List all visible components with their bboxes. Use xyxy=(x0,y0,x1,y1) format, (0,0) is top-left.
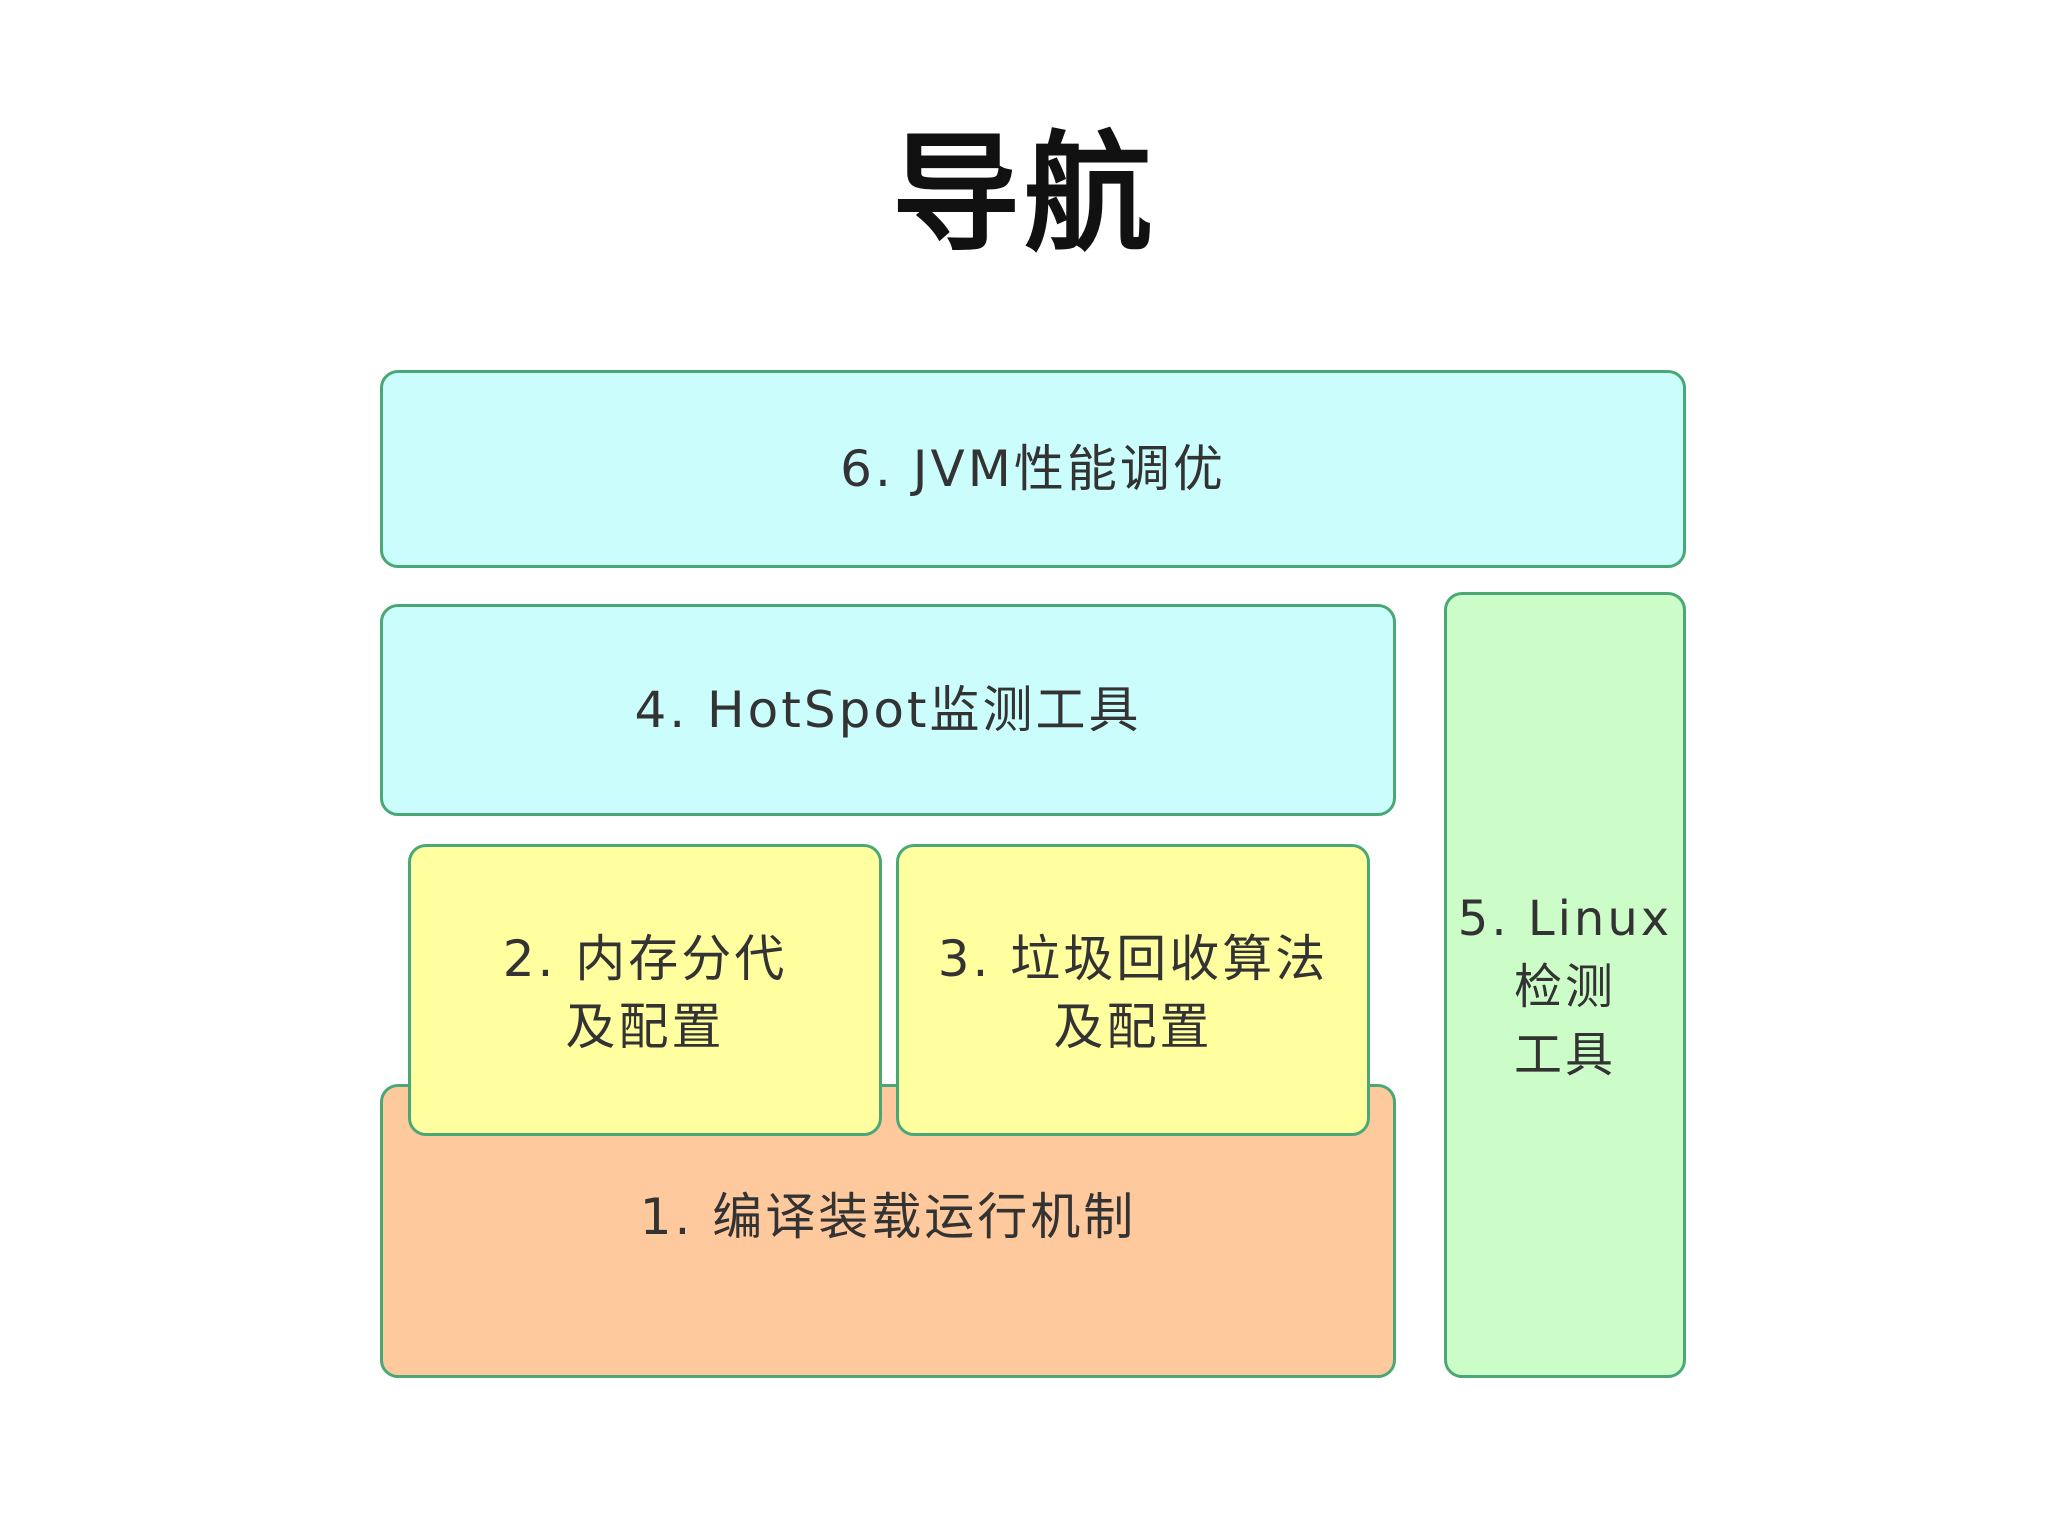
box-linux-tools: 5. Linux 检测 工具 xyxy=(1444,592,1686,1378)
page-title: 导航 xyxy=(891,120,1156,269)
box-jvm-tuning: 6. JVM性能调优 xyxy=(380,370,1686,568)
box-hotspot-tools: 4. HotSpot监测工具 xyxy=(380,604,1396,816)
box-gc-algorithms: 3. 垃圾回收算法 及配置 xyxy=(896,844,1370,1136)
box-memory-generations: 2. 内存分代 及配置 xyxy=(408,844,882,1136)
